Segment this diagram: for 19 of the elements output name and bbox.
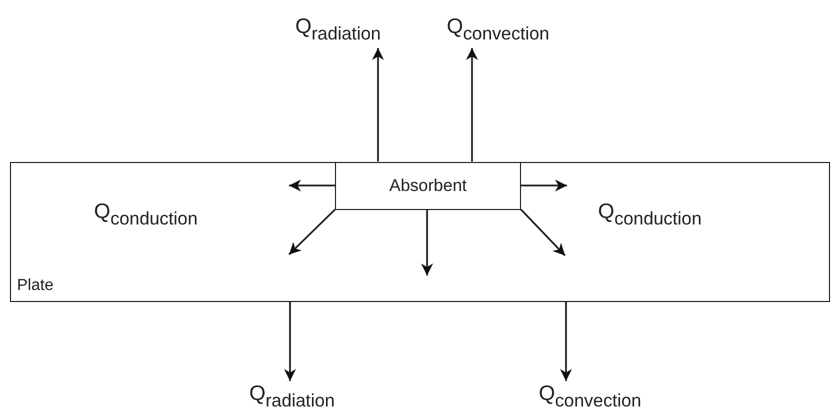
heat-label: Q$_{radiation}$ [270,14,406,48]
heat-label: Q$_{conduction}$ [94,200,198,230]
arrow [520,208,566,256]
arrow [288,208,336,256]
heat-label: Q$_{convection}$ [416,14,580,48]
heat-label: Q$_{conduction}$ [598,200,702,230]
plate-box [10,162,830,302]
arrow [284,302,296,381]
heat-label: Q$_{radiation}$ [224,381,360,411]
arrow [372,48,384,162]
arrow [560,302,572,381]
arrow [421,210,434,276]
heat-label: Q$_{convection}$ [508,381,672,411]
arrow [521,180,567,192]
plate-label: Plate [17,277,54,295]
arrow [289,180,335,192]
absorbent-label: Absorbent [389,176,467,196]
absorbent-box [335,162,521,210]
arrow [466,48,478,162]
